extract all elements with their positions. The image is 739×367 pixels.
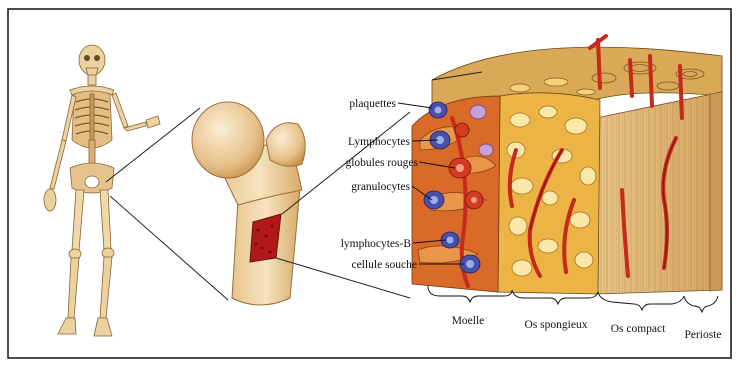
label-globules-rouges: globules rouges xyxy=(345,157,418,169)
label-os-compact: Os compact xyxy=(611,323,666,335)
label-os-spongieux: Os spongieux xyxy=(525,319,588,331)
label-moelle: Moelle xyxy=(452,315,485,327)
bone-cross-section xyxy=(412,36,722,294)
label-plaquettes: plaquettes xyxy=(349,98,396,110)
label-lymphocytes: Lymphocytes xyxy=(348,136,410,148)
label-lymphocytes-b: lymphocytes-B xyxy=(341,238,412,250)
label-perioste: Perioste xyxy=(684,329,721,341)
label-granulocytes: granulocytes xyxy=(351,181,410,193)
label-cellule-souche: cellule souche xyxy=(352,259,417,271)
